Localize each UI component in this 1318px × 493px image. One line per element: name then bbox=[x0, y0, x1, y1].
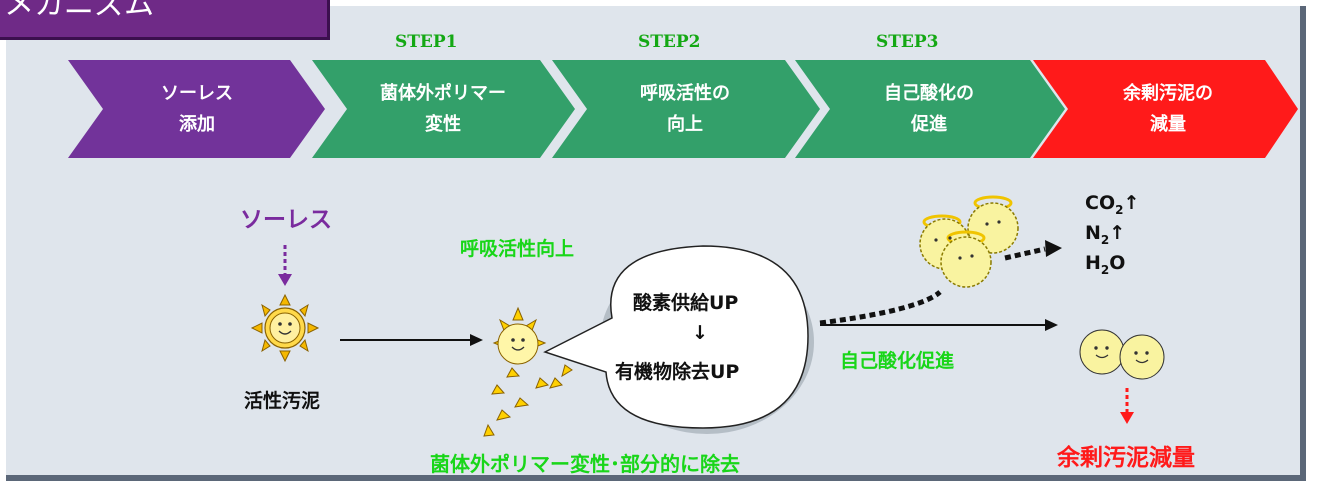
respiration-up-label: 呼吸活性向上 bbox=[460, 238, 575, 260]
reduced-sludge-icon bbox=[1079, 329, 1165, 380]
n2-subscript: 2 bbox=[1100, 232, 1110, 247]
step1-label: STEP1 bbox=[395, 32, 458, 52]
chevron-text-line1: 呼吸活性の bbox=[640, 83, 730, 104]
to-respiration-arrowhead bbox=[470, 334, 483, 346]
section-title-text: メカニズム bbox=[4, 0, 154, 22]
chevron-text-line2: 添加 bbox=[179, 114, 215, 135]
self-oxidation-label: 自己酸化促進 bbox=[840, 350, 955, 372]
section-title: メカニズム bbox=[0, 0, 330, 40]
oxygen-bubble bbox=[543, 245, 814, 434]
chevron-reduction bbox=[1033, 60, 1298, 158]
h2o-subscript: 2 bbox=[1100, 262, 1110, 277]
step3-label: STEP3 bbox=[876, 32, 939, 52]
dotted-curve-to-gas bbox=[819, 290, 942, 326]
reduction-arrowhead bbox=[1120, 412, 1134, 424]
soless-arrowhead bbox=[278, 274, 292, 286]
chevron-text-line2: 減量 bbox=[1150, 114, 1186, 135]
activated-sludge-label: 活性汚泥 bbox=[244, 390, 321, 412]
chevron-text-line1: 菌体外ポリマー bbox=[380, 83, 506, 104]
h2o-h-text: H bbox=[1085, 252, 1101, 274]
chevron-text-line2: 変性 bbox=[425, 114, 461, 135]
bubble-oxygen-text: 酸素供給UP bbox=[633, 292, 739, 314]
chevron-respiration-label: 呼吸活性の 向上 bbox=[575, 60, 795, 158]
h2o-output: H2O bbox=[1085, 252, 1125, 277]
up-arrow-icon: ↑ bbox=[1109, 222, 1126, 244]
co2-text: CO bbox=[1085, 192, 1116, 214]
chevron-text-line1: 余剰汚泥の bbox=[1123, 83, 1213, 104]
bubble-arrow: ↓ bbox=[692, 322, 708, 344]
chevron-reduction-label: 余剰汚泥の 減量 bbox=[1058, 60, 1278, 158]
soless-label: ソーレス bbox=[240, 207, 332, 233]
chevron-text-line2: 促進 bbox=[911, 114, 947, 135]
step2-label: STEP2 bbox=[638, 32, 701, 52]
activated-sludge-icon bbox=[250, 293, 320, 363]
outputs-arrowhead bbox=[1045, 240, 1062, 257]
chevron-text-line2: 向上 bbox=[667, 114, 703, 135]
reduction-label: 余剰汚泥減量 bbox=[1057, 445, 1195, 471]
h2o-o-text: O bbox=[1109, 252, 1126, 274]
n2-output: N2↑ bbox=[1085, 222, 1125, 247]
co2-output: CO2↑ bbox=[1085, 192, 1139, 217]
chevron-oxidation bbox=[795, 60, 1065, 158]
co2-subscript: 2 bbox=[1115, 202, 1124, 217]
chevron-soless bbox=[68, 60, 325, 158]
chevron-text-line1: ソーレス bbox=[161, 83, 233, 104]
oxidized-cells-icon bbox=[919, 195, 1019, 288]
chevron-polymer-label: 菌体外ポリマー 変性 bbox=[333, 60, 553, 158]
bubble-organic-text: 有機物除去UP bbox=[615, 361, 740, 383]
dotted-arrow-to-outputs bbox=[1004, 246, 1046, 261]
polymer-removal-label: 菌体外ポリマー変性･部分的に除去 bbox=[430, 452, 740, 476]
up-arrow-icon: ↑ bbox=[1123, 192, 1140, 214]
chevron-soless-label: ソーレス 添加 bbox=[87, 60, 307, 158]
chevron-text-line1: 自己酸化の bbox=[884, 83, 974, 104]
n2-text: N bbox=[1085, 222, 1101, 244]
chevron-oxidation-label: 自己酸化の 促進 bbox=[819, 60, 1039, 158]
chevron-polymer bbox=[312, 60, 575, 158]
chevron-respiration bbox=[552, 60, 820, 158]
process-chevrons bbox=[68, 60, 1298, 158]
self-oxidation-arrowhead bbox=[1045, 319, 1058, 331]
respiring-sludge-icon bbox=[483, 306, 573, 437]
